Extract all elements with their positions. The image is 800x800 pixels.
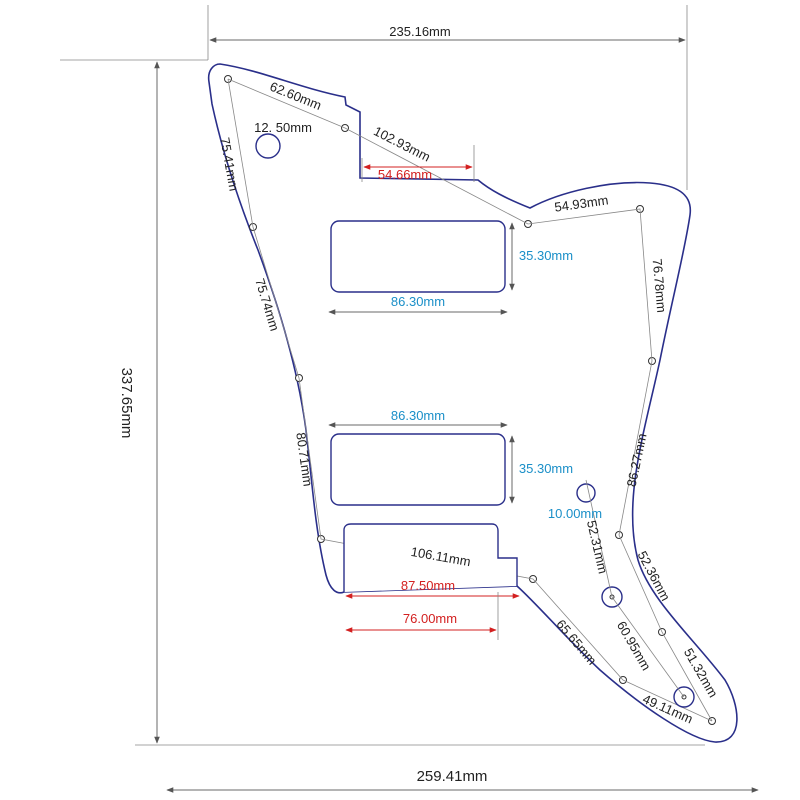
screw-holes	[224, 75, 716, 725]
bridge-width-label: 87.50mm	[401, 578, 455, 593]
perimeter-label-2: 102.93mm	[371, 123, 433, 164]
pickup1-width-label: 86.30mm	[391, 294, 445, 309]
pickup2-width-label: 86.30mm	[391, 408, 445, 423]
perimeter-label-3: 54.93mm	[553, 192, 609, 214]
knob-hole-small	[576, 483, 596, 503]
top-hole-label: 12. 50mm	[254, 120, 312, 135]
perimeter-label-11: 80.71mm	[293, 431, 315, 487]
perimeter-guides	[227, 78, 713, 722]
perimeter-label-4: 76.78mm	[650, 258, 670, 313]
pickup-cavity-neck	[330, 220, 506, 293]
inner-dimensions	[328, 145, 685, 698]
top-hole	[255, 133, 281, 159]
overall-top-width-label: 235.16mm	[389, 24, 450, 39]
bridge-cutout	[343, 523, 518, 592]
neck-cut-label: 54.66mm	[378, 167, 432, 182]
overall-bottom-width-label: 259.41mm	[417, 768, 488, 785]
overall-dimensions	[60, 5, 759, 793]
pickguard-outline	[207, 63, 738, 743]
overall-height-label: 337.65mm	[118, 368, 135, 439]
bridge-inner-width-label: 76.00mm	[403, 611, 457, 626]
pickup1-height-label: 35.30mm	[519, 248, 573, 263]
pickup-cavity-bridge	[330, 433, 506, 506]
knob-hole-label: 10.00mm	[548, 506, 602, 521]
pickup2-height-label: 35.30mm	[519, 461, 573, 476]
